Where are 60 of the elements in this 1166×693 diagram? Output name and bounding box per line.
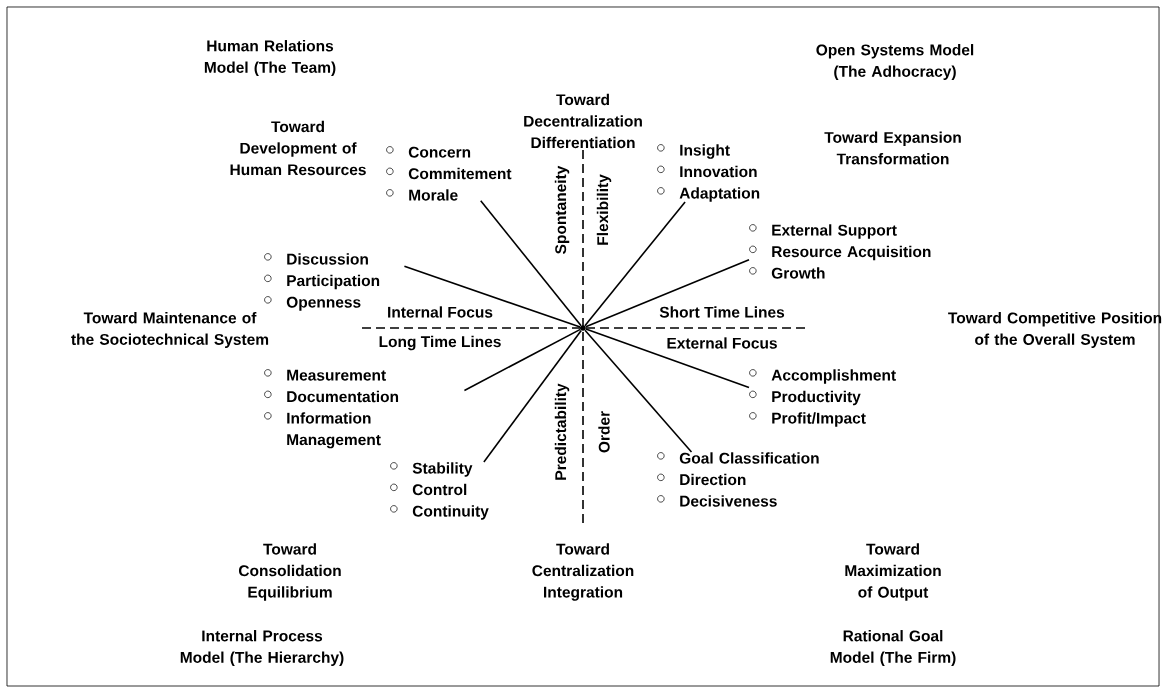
spoke-line <box>403 265 581 328</box>
node-label: Direction <box>680 473 746 486</box>
node-label: Accomplishment <box>771 369 896 384</box>
model-title: Open Systems Model (The Adhocracy) <box>816 44 974 80</box>
spoke-line <box>463 328 582 392</box>
spoke-line <box>479 200 582 327</box>
bullet-list: Stability Control Continuity <box>390 462 489 520</box>
spoke-line <box>585 328 750 389</box>
direction-label: Toward Decentralization Differentiation <box>524 93 642 149</box>
node-label: Morale <box>409 189 458 201</box>
direction-label: Toward Maintenance of the Sociotechnical System <box>71 312 269 348</box>
node-label: Decisiveness <box>680 495 777 507</box>
node-label: Concern <box>408 146 471 158</box>
node-label: Adaptation <box>679 187 760 202</box>
axis-label: Internal Focus <box>388 306 493 318</box>
node-label: Stability <box>412 462 473 477</box>
bullet-list: Accomplishment Productivity Profit/Impact <box>749 369 896 427</box>
node-label: Productivity <box>772 390 861 406</box>
direction-label: Toward Expansion Transformation <box>824 131 961 165</box>
node-label: External Support <box>772 224 897 239</box>
axis-label: Order <box>598 411 610 453</box>
node-label: Documentation <box>287 390 399 403</box>
node-label: Profit/Impact <box>772 412 866 427</box>
node-label: Participation <box>287 274 380 290</box>
bullet-list: Goal Classification Direction Decisiveness <box>657 452 819 507</box>
bullet-list: Measurement Documentation Information Management <box>264 369 399 449</box>
node-label: Resource Acquisition <box>772 245 931 261</box>
node-label: Continuity <box>412 505 489 520</box>
bullet-list: Insight Innovation Adaptation <box>657 144 760 202</box>
node-label: Control <box>412 483 467 496</box>
axis-label: Long Time Lines <box>379 335 501 351</box>
bullet-list: External Support Resource Acquisition Growth <box>749 224 931 279</box>
direction-label: Toward Consolidation Equilibrium <box>239 543 341 601</box>
axis-label: Spontaneity <box>554 165 570 254</box>
axis-label: Short Time Lines <box>659 306 785 318</box>
axis-label: Flexibility <box>596 174 612 245</box>
model-title: Internal Process Model (The Hierarchy) <box>180 630 344 666</box>
node-label: Openness <box>286 296 361 311</box>
node-label: Commitement <box>408 167 512 180</box>
node-label: Insight <box>680 144 730 159</box>
model-title: Rational Goal Model (The Firm) <box>830 630 956 666</box>
model-title: Human Relations Model (The Team) <box>204 40 336 76</box>
spoke-line <box>584 329 693 453</box>
axis-label: External Focus <box>667 337 777 349</box>
spoke-line <box>584 201 686 327</box>
bullet-list: Discussion Participation Openness <box>264 253 380 311</box>
node-label: Growth <box>771 267 825 279</box>
axis-label: Predictability <box>554 383 570 480</box>
spoke-line <box>483 329 582 463</box>
direction-label: Toward Centralization Integration <box>532 543 634 601</box>
spoke-line <box>585 258 750 328</box>
direction-label: Toward Competitive Position of the Overall System <box>948 312 1162 348</box>
bullet-list: Concern Commitement Morale <box>386 146 512 201</box>
node-label: Innovation <box>680 165 757 178</box>
node-label: Goal Classification <box>679 452 819 464</box>
direction-label: Toward Maximization of Output <box>845 543 941 601</box>
node-label: Discussion <box>287 253 368 265</box>
node-label: Measurement <box>287 369 386 381</box>
direction-label: Toward Development of Human Resources <box>230 120 366 176</box>
node-label: Information Management <box>287 412 381 449</box>
